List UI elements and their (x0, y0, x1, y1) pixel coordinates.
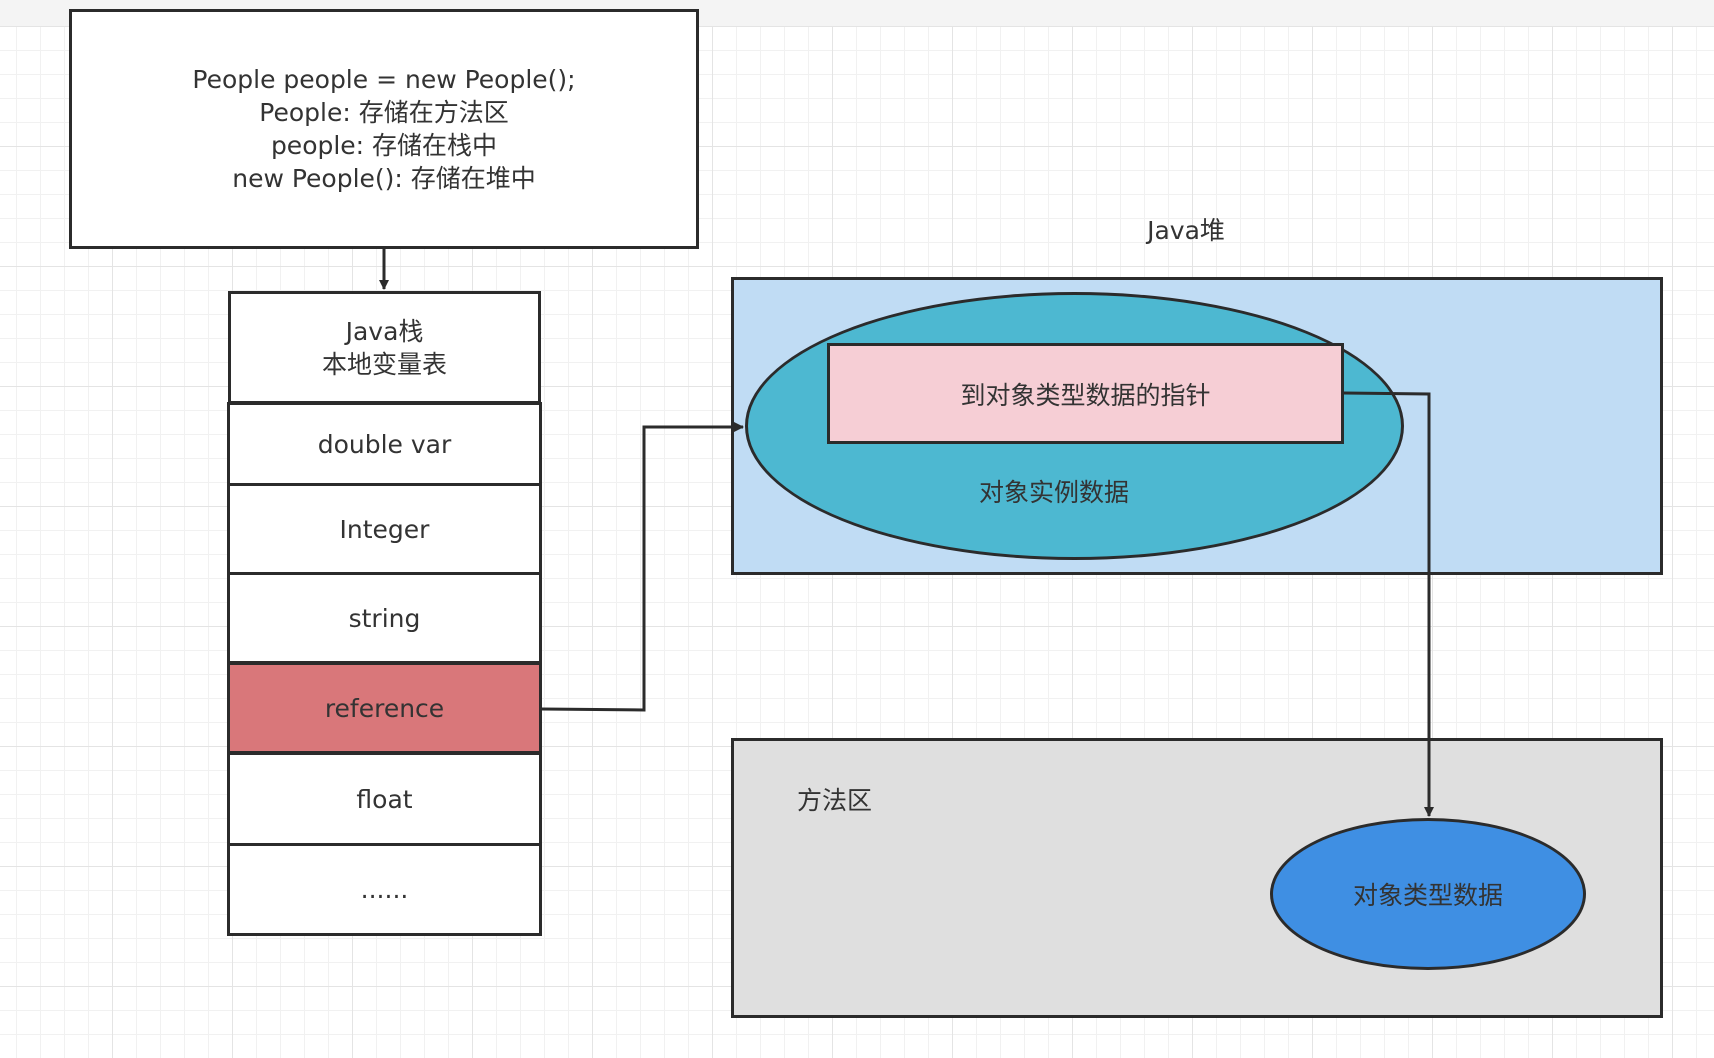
stack-cell-float[interactable]: float (227, 752, 542, 846)
code-explanation-box[interactable]: People people = new People(); People: 存储… (69, 9, 699, 249)
object-type-data-oval[interactable]: 对象类型数据 (1270, 818, 1586, 970)
stack-cell-ellipsis[interactable]: ...... (227, 843, 542, 936)
java-stack-header[interactable]: Java栈 本地变量表 (228, 291, 541, 404)
stack-cell-double-var[interactable]: double var (227, 402, 542, 486)
code-line: people: 存储在栈中 (270, 131, 498, 160)
stack-cell-integer[interactable]: Integer (227, 483, 542, 575)
java-stack-title: Java栈 (345, 316, 424, 346)
type-pointer-box[interactable]: 到对象类型数据的指针 (827, 343, 1344, 444)
java-heap-title: Java堆 (1147, 216, 1225, 245)
stack-cell-string[interactable]: string (227, 572, 542, 664)
code-line: new People(): 存储在堆中 (232, 164, 536, 193)
code-line: People: 存储在方法区 (259, 98, 509, 127)
method-area-title: 方法区 (797, 786, 873, 815)
local-variable-table-title: 本地变量表 (321, 349, 447, 379)
stack-cell-reference[interactable]: reference (227, 662, 542, 754)
object-type-data-label: 对象类型数据 (1352, 881, 1503, 910)
object-instance-data-label: 对象实例数据 (978, 478, 1129, 507)
code-line: People people = new People(); (192, 65, 576, 94)
arrow-reference-to-instance (541, 422, 744, 712)
